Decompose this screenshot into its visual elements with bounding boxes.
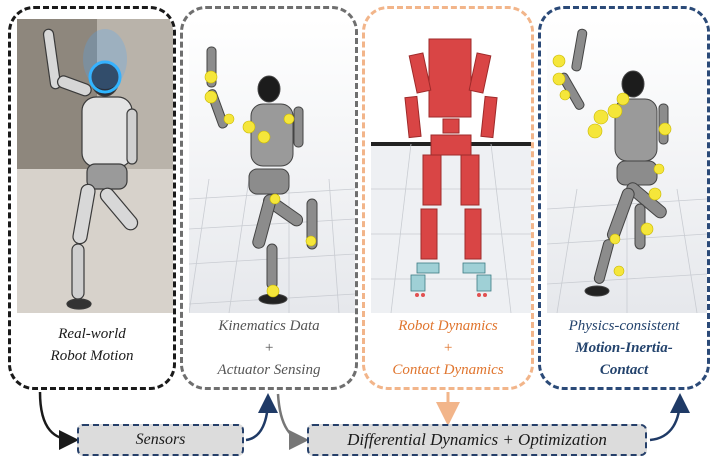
caption-physics-consistent: Physics-consistent Motion-Inertia- Conta… (568, 318, 680, 378)
caption-dynamics: Robot Dynamics + Contact Dynamics (392, 318, 504, 378)
panel-real-world: Real-world Robot Motion (8, 6, 176, 390)
caption-real-world: Real-world Robot Motion (50, 326, 134, 364)
real-robot-photo (17, 19, 173, 313)
panel-kinematics: Kinematics Data + Actuator Sensing (180, 6, 358, 390)
arrow-kinematics-to-optimization (276, 393, 309, 450)
dynamics-render (371, 19, 531, 313)
optimization-box: Differential Dynamics + Optimization (307, 424, 647, 456)
sensors-box: Sensors (77, 424, 244, 456)
caption-kinematics: Kinematics Data + Actuator Sensing (217, 318, 321, 378)
panel-physics-consistent: Physics-consistent Motion-Inertia- Conta… (538, 6, 710, 390)
arrow-sensors-to-kinematics (245, 393, 278, 442)
kinematics-render (189, 19, 355, 313)
arrow-optimization-to-physics (649, 393, 690, 442)
physics-consistent-render (547, 19, 707, 313)
panel-dynamics: Robot Dynamics + Contact Dynamics (362, 6, 534, 390)
arrow-real-to-sensors (38, 391, 79, 450)
